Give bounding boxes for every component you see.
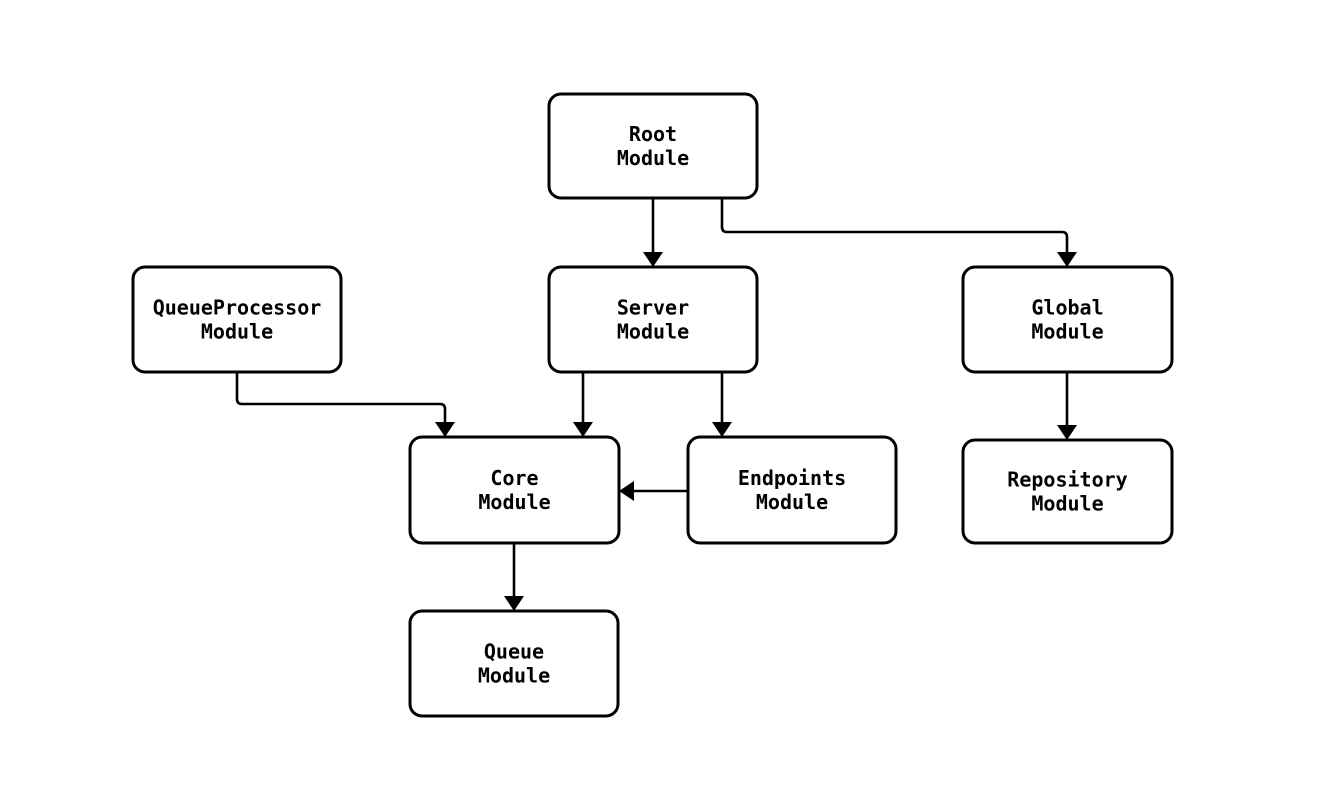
edge-core-to-queue — [504, 543, 524, 611]
node-box-queue — [408, 609, 620, 718]
node-label-root-line2: Module — [617, 146, 689, 170]
node-label-queue-line2: Module — [478, 664, 550, 688]
edge-root-to-global — [720, 198, 1077, 267]
node-box-global — [961, 265, 1174, 374]
node-label-root-line1: Root — [629, 122, 677, 146]
node-label-endpoints-line1: Endpoints — [738, 466, 846, 490]
arrowhead-endpoints-to-core — [619, 481, 634, 501]
node-box-endpoints — [686, 435, 898, 545]
node-label-server-line2: Module — [617, 320, 689, 344]
node-box-server — [547, 265, 759, 374]
edge-queueprocessor-to-core — [235, 372, 455, 437]
node-label-core-line2: Module — [478, 490, 550, 514]
node-label-global-line1: Global — [1031, 296, 1103, 320]
node-box-queueprocessor — [131, 265, 343, 374]
node-label-queue-line1: Queue — [484, 640, 544, 664]
node-label-core-line1: Core — [490, 466, 538, 490]
arrowhead-server-to-core — [573, 422, 593, 437]
arrowhead-global-to-repository — [1057, 425, 1077, 440]
node-label-endpoints-line2: Module — [756, 490, 828, 514]
node-box-core — [408, 435, 621, 545]
edge-server-to-core — [573, 372, 593, 437]
node-label-repository-line1: Repository — [1007, 468, 1127, 492]
node-box-repository — [961, 438, 1174, 545]
arrowhead-root-to-global — [1057, 252, 1077, 267]
edge-server-to-endpoints — [712, 372, 732, 437]
arrowhead-root-to-server — [643, 252, 663, 267]
node-label-repository-line2: Module — [1031, 492, 1103, 516]
edge-line-root-to-global — [720, 198, 1069, 252]
edge-endpoints-to-core — [619, 481, 688, 501]
arrowhead-queueprocessor-to-core — [435, 422, 455, 437]
edge-global-to-repository — [1057, 372, 1077, 440]
node-label-server-line1: Server — [617, 296, 689, 320]
node-box-root — [547, 92, 759, 200]
node-label-queueprocessor-line1: QueueProcessor — [153, 296, 322, 320]
node-label-queueprocessor-line2: Module — [201, 320, 273, 344]
arrowhead-server-to-endpoints — [712, 422, 732, 437]
node-label-global-line2: Module — [1031, 320, 1103, 344]
edge-root-to-server — [643, 198, 663, 267]
arrowhead-core-to-queue — [504, 596, 524, 611]
edge-line-queueprocessor-to-core — [235, 372, 447, 422]
